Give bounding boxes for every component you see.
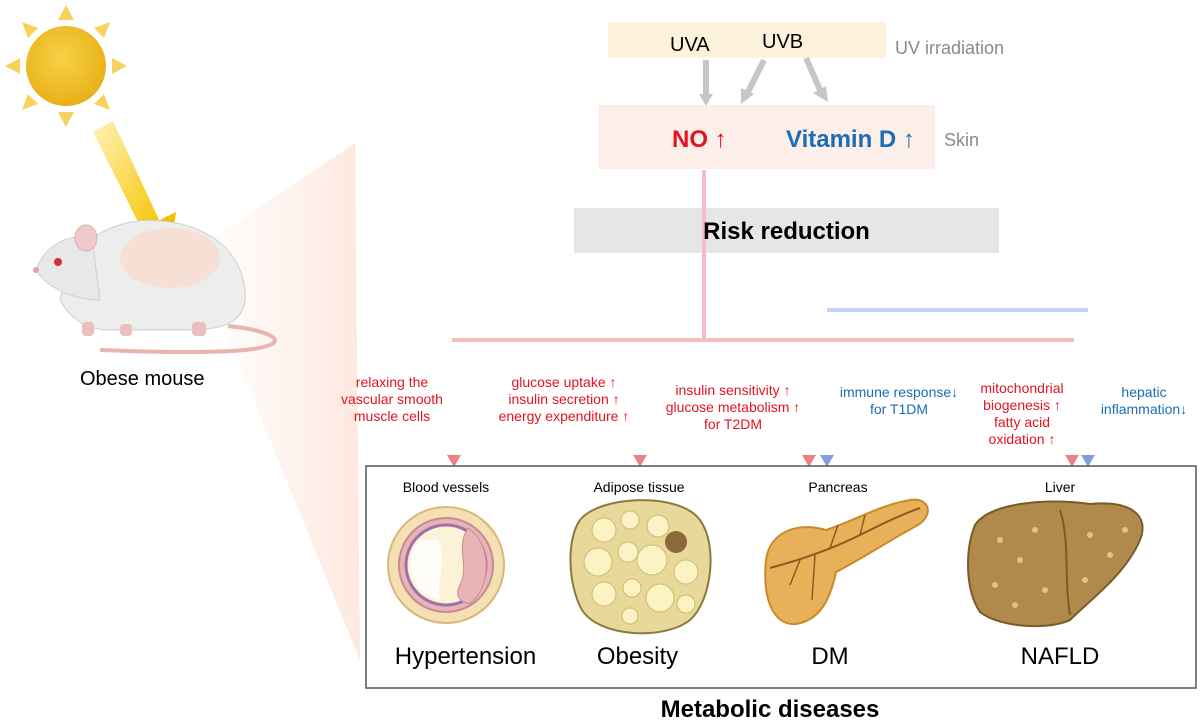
mouse-icon: [33, 219, 277, 354]
adipose-tissue-icon: [569, 499, 712, 635]
blood-vessel-icon: [387, 506, 505, 624]
uv-box: [608, 22, 886, 58]
pancreas-vitd-effect: immune response↓ for T1DM: [839, 384, 959, 417]
sun-icon: [5, 5, 127, 127]
vascular-effect: relaxing the vascular smooth muscle cell…: [341, 374, 443, 424]
disease-obesity: Obesity: [596, 643, 679, 670]
metabolic-diseases-title: Metabolic diseases: [660, 696, 880, 723]
skin-box: [598, 105, 935, 169]
uva-label: UVA: [670, 34, 710, 56]
skin-label: Skin: [944, 130, 980, 150]
uvb-label: UVB: [762, 31, 804, 53]
disease-nafld: NAFLD: [1020, 643, 1100, 670]
adipose-effect: glucose uptake ↑ insulin secretion ↑ ene…: [498, 374, 630, 424]
organ-label-blood-vessels: Blood vessels: [402, 479, 490, 495]
risk-reduction-label: Risk reduction: [703, 218, 870, 245]
liver-vitd-effect: hepatic inflammation↓: [1100, 384, 1188, 417]
liver-no-effect: mitochondrial biogenesis ↑ fatty acid ox…: [980, 380, 1064, 447]
no-pathway-lines: [447, 170, 1079, 467]
uv-arrows: [699, 56, 828, 106]
risk-reduction-bar: [574, 208, 999, 253]
pancreas-no-effect: insulin sensitivity ↑ glucose metabolism…: [665, 382, 801, 432]
organ-label-liver: Liver: [1044, 479, 1076, 495]
zoom-fan: [210, 143, 360, 660]
obese-mouse-label: Obese mouse: [80, 368, 205, 390]
uv-irradiation-label: UV irradiation: [895, 38, 1005, 58]
organ-label-pancreas: Pancreas: [808, 479, 868, 495]
disease-dm: DM: [811, 643, 849, 670]
liver-icon: [967, 500, 1144, 628]
vitamin-d-label: Vitamin D ↑: [786, 126, 915, 153]
metabolic-diseases-box: [365, 465, 1197, 689]
pancreas-icon: [764, 498, 929, 626]
vitamin-d-pathway-lines: [820, 170, 1095, 467]
organ-label-adipose-tissue: Adipose tissue: [593, 479, 685, 495]
no-label: NO ↑: [672, 126, 727, 153]
disease-hypertension: Hypertension: [394, 643, 537, 670]
